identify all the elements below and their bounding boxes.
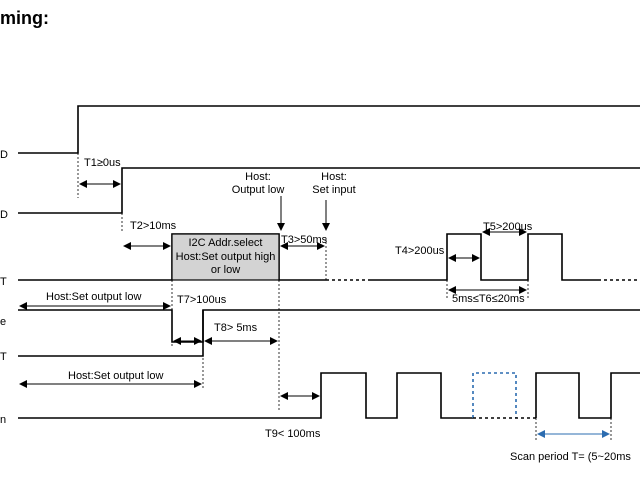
scan-period-label: Scan period T= (5~20ms [510, 451, 631, 463]
signal-label-4: e [0, 316, 6, 328]
signal-waveform-5 [18, 310, 204, 357]
host-set-input-line2: Set input [312, 184, 355, 196]
reference-lines [77, 153, 612, 440]
t9-label: T9< 100ms [265, 428, 321, 440]
signal-waveform-6 [18, 372, 473, 419]
t7-label: T7>100us [177, 294, 227, 306]
t1-label: T1≥0us [84, 157, 121, 169]
host-set-output-low-2: Host:Set output low [68, 370, 163, 382]
t3-label: T3>50ms [281, 234, 328, 246]
t8-label: T8> 5ms [214, 322, 258, 334]
timing-arrows [19, 180, 527, 400]
host-output-low-line2: Output low [232, 184, 285, 196]
signal-label-1: D [0, 149, 8, 161]
i2c-addr-select-box [171, 233, 280, 281]
t5-label: T5>200us [483, 221, 533, 233]
signal-label-5: T [0, 351, 7, 363]
signal-label-2: D [0, 209, 8, 221]
box-line-3: or low [211, 264, 240, 276]
box-line-1: I2C Addr.select [189, 237, 263, 249]
host-output-low-line1: Host: [245, 171, 271, 183]
host-set-input-line1: Host: [321, 171, 347, 183]
box-line-2: Host:Set output high [176, 251, 276, 263]
signal-waveform-3b [370, 233, 598, 281]
signal-waveform-4 [18, 309, 640, 343]
t2-label: T2>10ms [130, 220, 177, 232]
t4-label: T4>200us [395, 245, 445, 257]
signal-waveform-2 [18, 167, 640, 214]
signal-waveform-1 [18, 105, 640, 154]
host-set-output-low-1: Host:Set output low [46, 291, 141, 303]
signal-waveform-6b [535, 372, 640, 419]
signal-label-6: n [0, 414, 6, 426]
signal-6-dotted-pulse [472, 372, 517, 418]
page-heading: ming: [0, 8, 49, 28]
signal-label-3: T [0, 276, 7, 288]
t6-label: 5ms≤T6≤20ms [452, 293, 525, 305]
